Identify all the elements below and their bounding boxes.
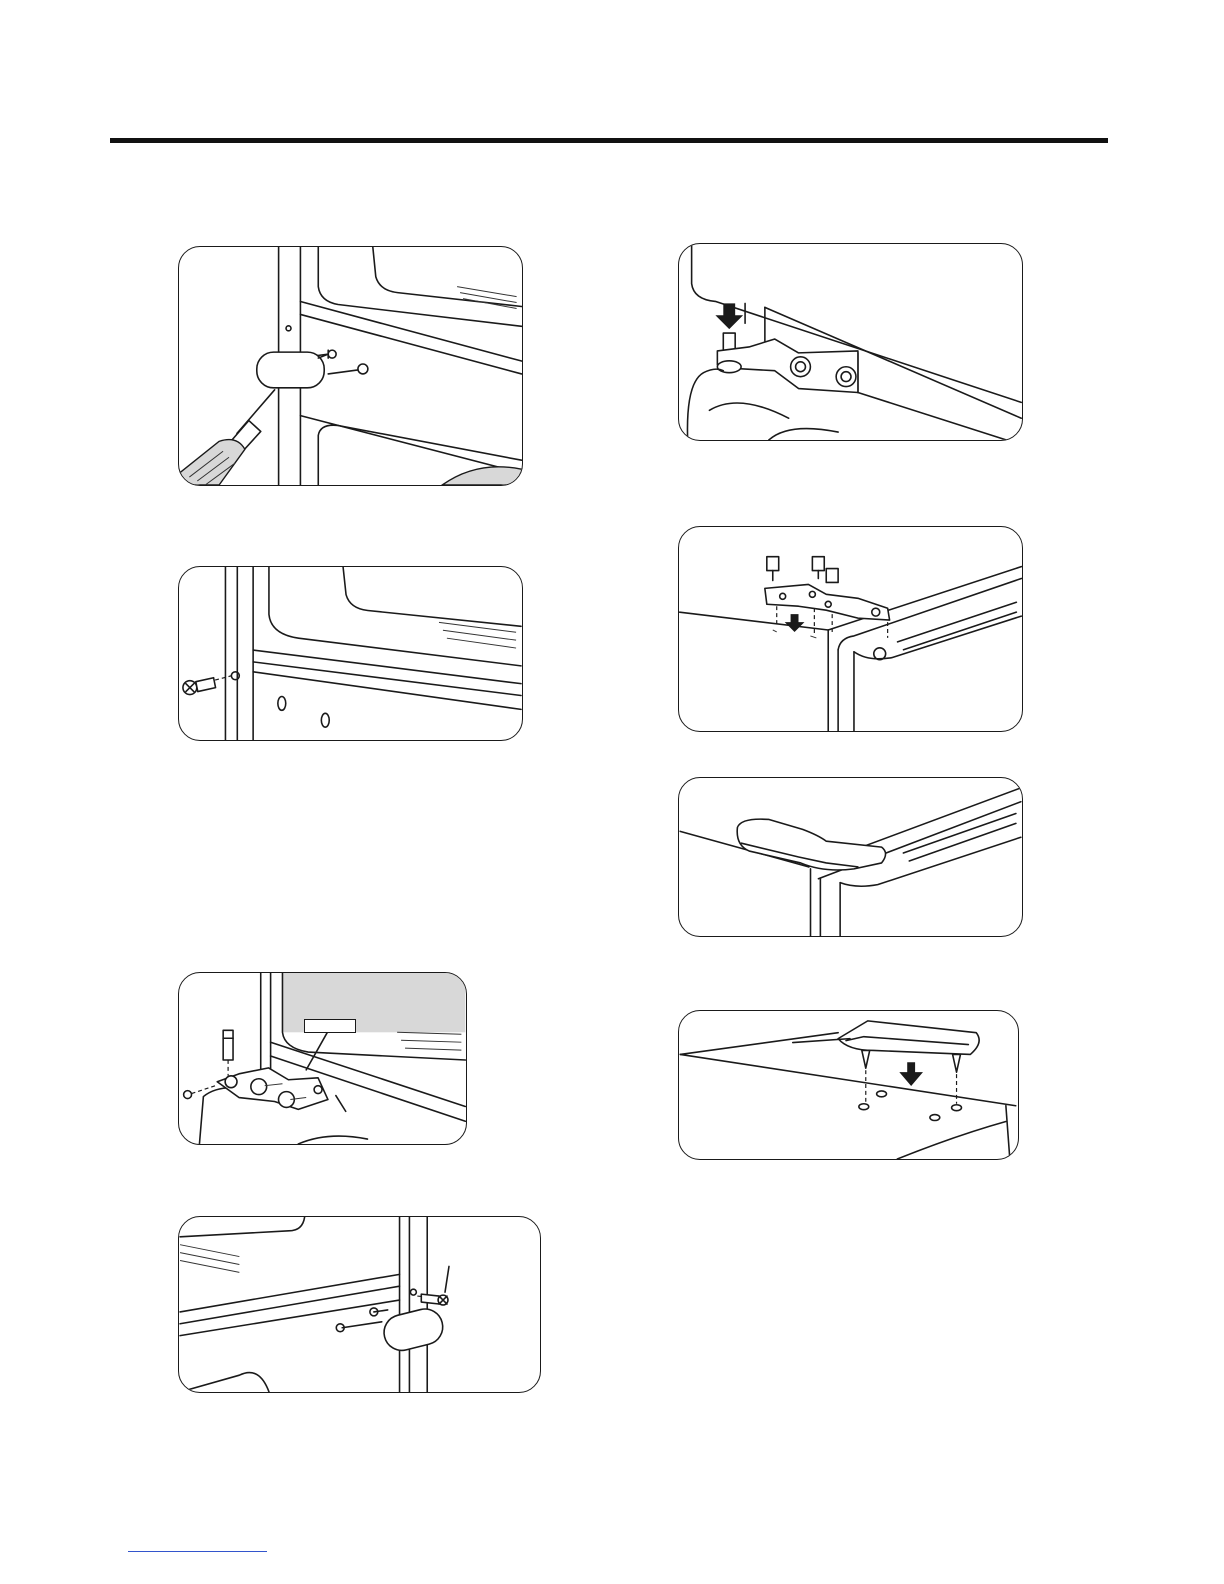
figure-screw-plug: [178, 566, 523, 741]
hinge-icon: [179, 973, 466, 1144]
figure-bottom-hinge: [178, 972, 467, 1145]
arrow-down-icon: [679, 1011, 1018, 1159]
screwdriver-icon: [179, 247, 522, 485]
header-rule: [110, 138, 1108, 143]
figure-hinge-cover: [678, 777, 1023, 937]
footer-link-underline[interactable]: [128, 1551, 267, 1552]
figure-cover-pins: [678, 1010, 1019, 1160]
callout-label-box: [304, 1019, 356, 1033]
figure-hinge-pin-install: [678, 243, 1023, 441]
figure-top-hinge-bolts: [678, 526, 1023, 732]
figure-handle-removal: [178, 246, 523, 486]
screw-icon: [179, 567, 522, 740]
figure-handle-reinstall: [178, 1216, 541, 1393]
handle-icon: [179, 1217, 540, 1392]
cover-icon: [679, 778, 1022, 936]
arrow-down-icon: [679, 244, 1022, 440]
bolt-icon: [679, 527, 1022, 731]
